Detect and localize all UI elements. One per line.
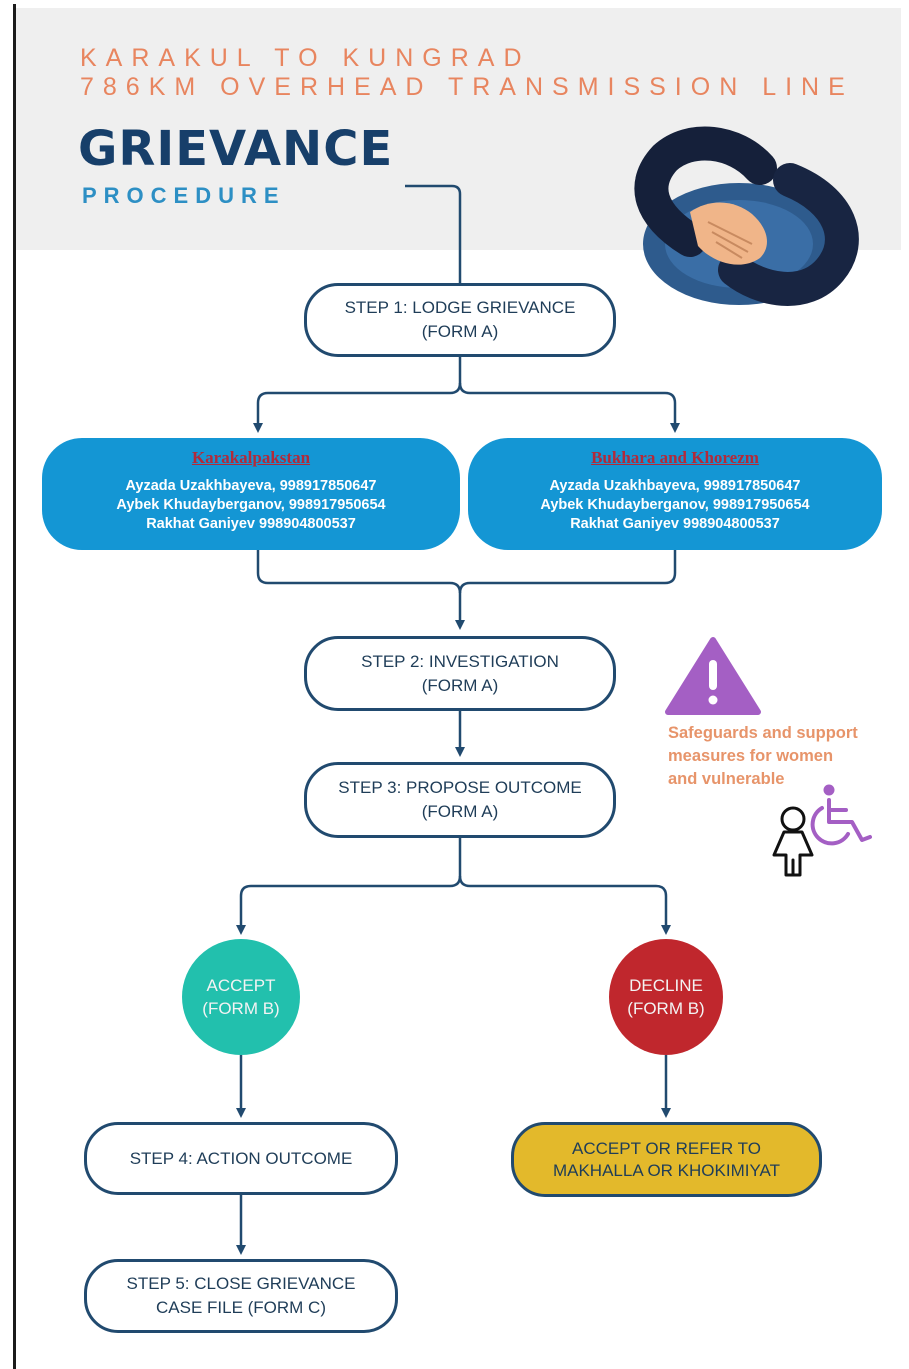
page-frame-right	[901, 0, 909, 1369]
step5-box: STEP 5: CLOSE GRIEVANCE CASE FILE (FORM …	[84, 1259, 398, 1333]
step5-title: STEP 5: CLOSE GRIEVANCE	[126, 1274, 356, 1293]
safeguards-line3: and vulnerable	[668, 770, 785, 788]
refer-box: ACCEPT OR REFER TO MAKHALLA OR KHOKIMIYA…	[511, 1122, 822, 1197]
project-title-line1: KARAKUL TO KUNGRAD	[80, 44, 531, 72]
step5-form: CASE FILE (FORM C)	[155, 1298, 326, 1317]
step3-form: (FORM A)	[421, 802, 499, 821]
page-frame-top	[13, 0, 909, 4]
contact-line: Ayzada Uzakhbayeva, 998917850647	[549, 478, 801, 494]
connector-step1-right	[458, 382, 680, 433]
accept-outcome: ACCEPT (FORM B)	[182, 939, 300, 1055]
step2-title: STEP 2: INVESTIGATION	[361, 651, 559, 671]
accept-form: (FORM B)	[202, 999, 280, 1018]
step1-title: STEP 1: LODGE GRIEVANCE	[344, 298, 576, 317]
accept-label: ACCEPT	[206, 976, 276, 995]
contact-line: Rakhat Ganiyev 998904800537	[570, 516, 780, 532]
step2-box: STEP 2: INVESTIGATION (FORM A)	[304, 636, 616, 711]
contact-line: Aybek Khudayberganov, 998917950654	[116, 497, 386, 513]
region-card-karakalpakstan: Karakalpakstan Ayzada Uzakhbayeva, 99891…	[42, 438, 460, 550]
connector-step3-decline	[458, 875, 671, 935]
safeguards-line2: measures for women	[668, 747, 834, 765]
page-subtitle: PROCEDURE	[82, 183, 286, 208]
contact-line: Ayzada Uzakhbayeva, 998917850647	[125, 478, 377, 494]
step1-box: STEP 1: LODGE GRIEVANCE (FORM A)	[304, 283, 616, 357]
decline-form: (FORM B)	[627, 999, 705, 1018]
contact-line: Aybek Khudayberganov, 998917950654	[540, 497, 810, 513]
step3-box: STEP 3: PROPOSE OUTCOME (FORM A)	[304, 762, 616, 838]
decline-outcome: DECLINE (FORM B)	[609, 939, 723, 1055]
region-name: Karakalpakstan	[191, 448, 311, 467]
project-title-line2: 786KM OVERHEAD TRANSMISSION LINE	[80, 73, 854, 101]
connector-header-step1	[405, 184, 462, 283]
page-frame-left	[0, 0, 16, 1369]
step4-box: STEP 4: ACTION OUTCOME	[84, 1122, 398, 1195]
decline-label: DECLINE	[629, 976, 703, 995]
page-title: GRIEVANCE	[78, 121, 394, 177]
handshake-icon	[634, 126, 859, 306]
connector-step3-accept	[236, 838, 462, 935]
step4-title: STEP 4: ACTION OUTCOME	[129, 1148, 353, 1168]
refer-line2: MAKHALLA OR KHOKIMIYAT	[552, 1160, 781, 1180]
refer-line1: ACCEPT OR REFER TO	[572, 1138, 761, 1158]
step1-form: (FORM A)	[421, 322, 499, 341]
region-name: Bukhara and Khorezm	[591, 448, 759, 467]
region-card-bukhara-khorezm: Bukhara and Khorezm Ayzada Uzakhbayeva, …	[468, 438, 882, 550]
contact-line: Rakhat Ganiyev 998904800537	[146, 516, 356, 532]
step3-title: STEP 3: PROPOSE OUTCOME	[338, 778, 582, 797]
step2-form: (FORM A)	[421, 675, 499, 695]
connector-right-step2	[458, 550, 677, 594]
safeguards-text: Safeguards and support measures for wome…	[668, 722, 883, 791]
connector-left-step2	[256, 550, 465, 630]
safeguards-line1: Safeguards and support	[668, 724, 858, 742]
